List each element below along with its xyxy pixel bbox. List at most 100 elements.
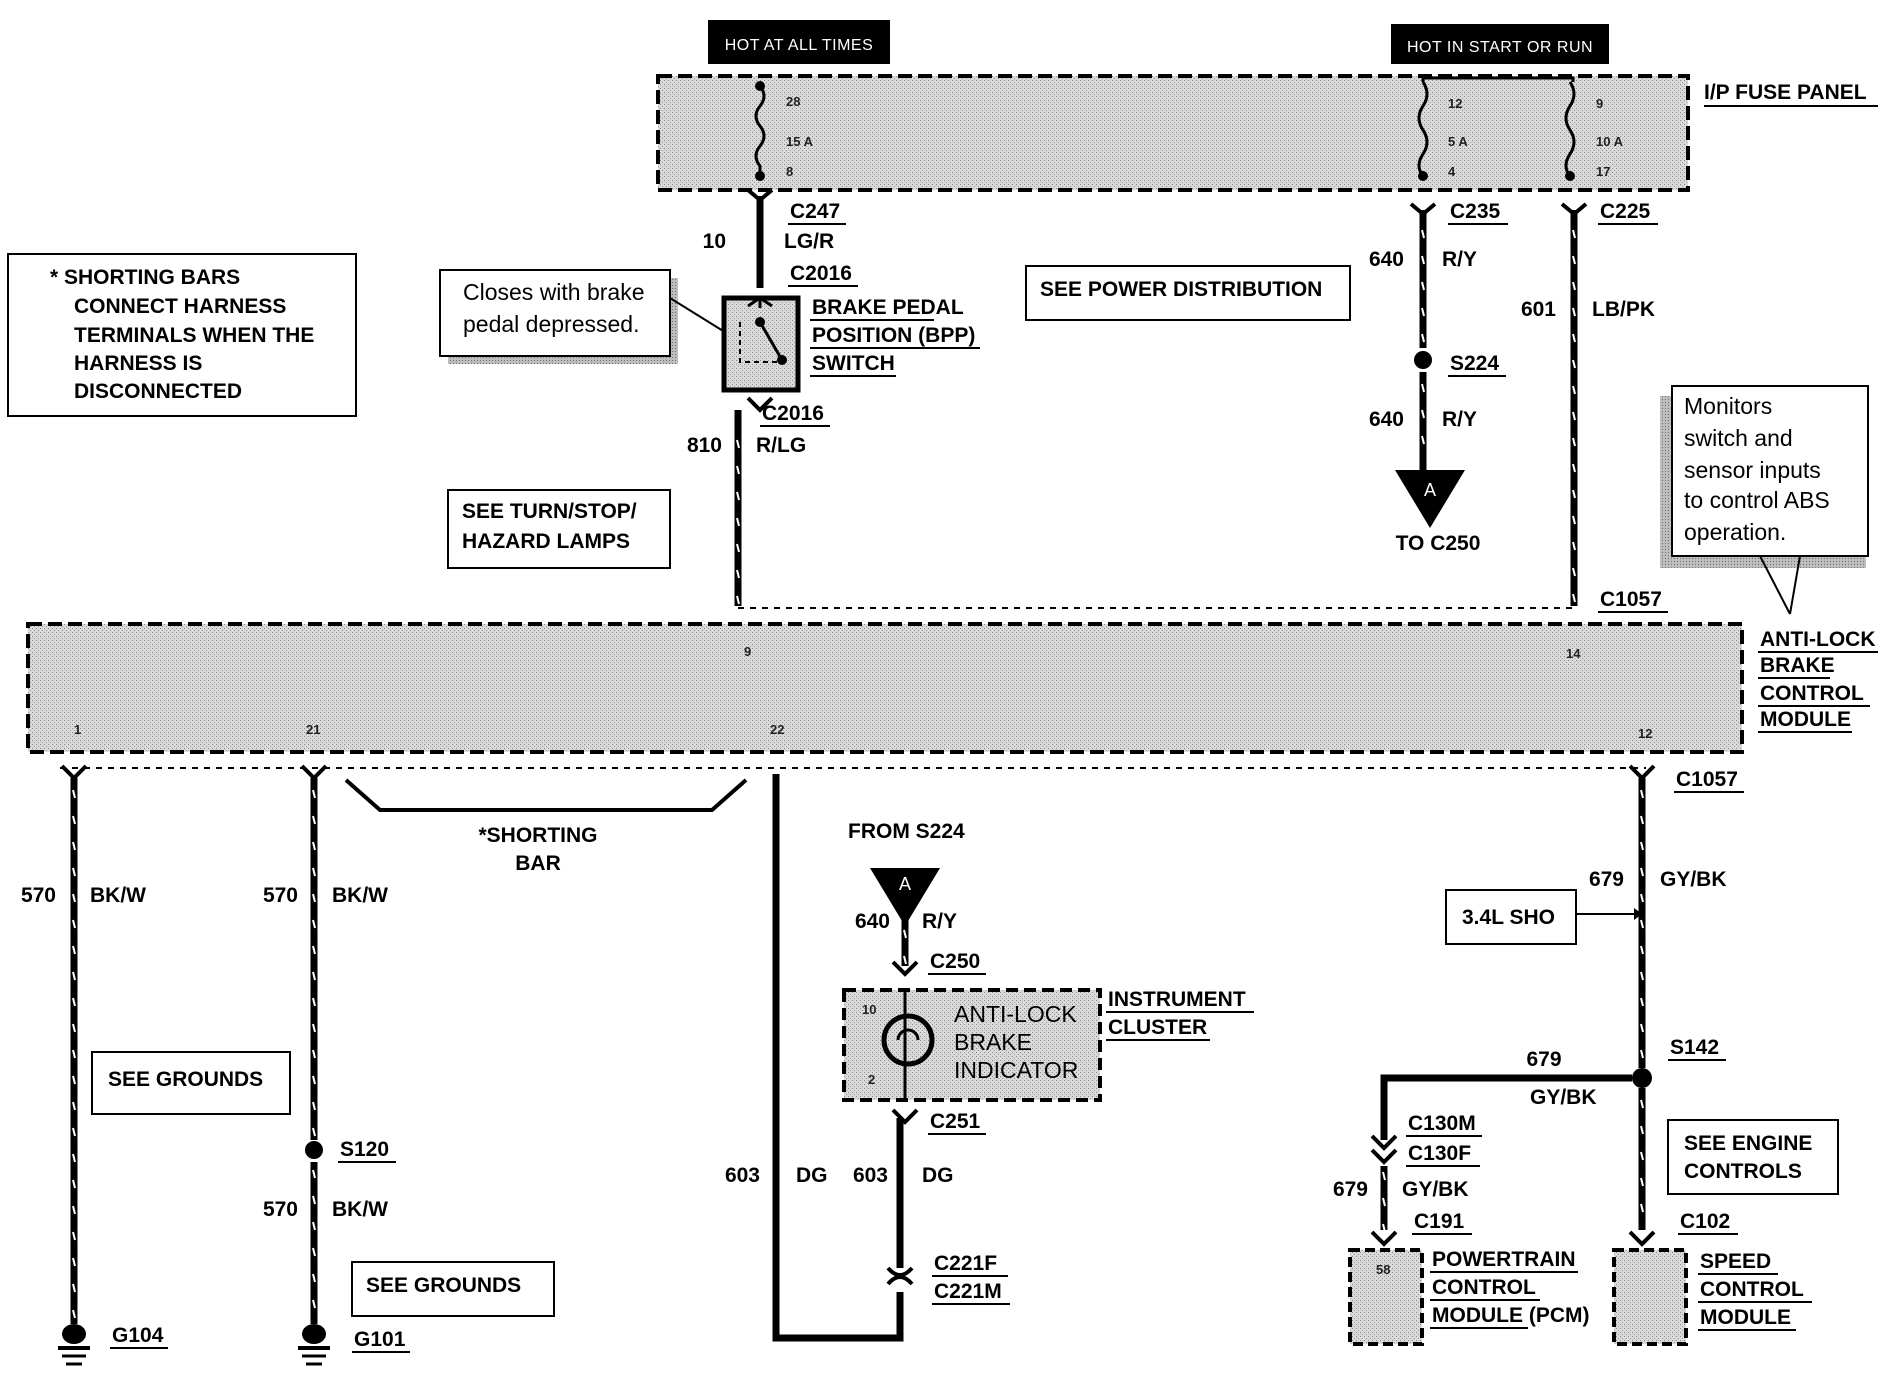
svg-text:DISCONNECTED: DISCONNECTED <box>74 380 242 403</box>
splice-s120 <box>305 1141 323 1159</box>
svg-text:14: 14 <box>1566 646 1581 661</box>
svg-text:BK/W: BK/W <box>332 1198 388 1221</box>
svg-text:SPEED: SPEED <box>1700 1250 1771 1273</box>
svg-text:570: 570 <box>21 884 56 907</box>
shorting-bars-note: * SHORTING BARS CONNECT HARNESS TERMINAL… <box>7 253 357 417</box>
svg-text:CONTROLS: CONTROLS <box>1684 1160 1802 1183</box>
svg-text:640: 640 <box>1369 408 1404 431</box>
fuse-28: 28 15 A 8 <box>754 81 814 181</box>
svg-text:INDICATOR: INDICATOR <box>954 1057 1078 1083</box>
svg-text:GY/BK: GY/BK <box>1660 868 1727 891</box>
svg-text:21: 21 <box>306 722 320 737</box>
svg-text:operation.: operation. <box>1684 519 1786 545</box>
abs-module-label: ANTI-LOCK BRAKE CONTROL MODULE <box>1758 628 1878 733</box>
see-grounds-ref-2: SEE GROUNDS <box>351 1261 555 1317</box>
svg-text:R/Y: R/Y <box>922 910 957 933</box>
hot-in-start-or-run-badge: HOT IN START OR RUN <box>1391 24 1609 64</box>
svg-text:HAZARD LAMPS: HAZARD LAMPS <box>462 530 630 553</box>
svg-text:SWITCH: SWITCH <box>812 352 895 375</box>
svg-text:G104: G104 <box>112 1324 164 1347</box>
svg-text:BRAKE PEDAL: BRAKE PEDAL <box>812 296 964 319</box>
powertrain-control-module: 58 POWERTRAIN CONTROL MODULE (PCM) <box>1348 1248 1589 1346</box>
bpp-switch: BRAKE PEDAL POSITION (BPP) SWITCH <box>721 295 980 393</box>
svg-text:S120: S120 <box>340 1138 389 1161</box>
svg-text:to control ABS: to control ABS <box>1684 487 1830 513</box>
svg-text:C250: C250 <box>930 950 980 973</box>
svg-text:G101: G101 <box>354 1328 406 1351</box>
svg-text:10 A: 10 A <box>1596 134 1624 149</box>
svg-text:BRAKE: BRAKE <box>1760 654 1835 677</box>
see-power-distribution-ref: SEE POWER DISTRIBUTION <box>1025 265 1351 321</box>
see-turn-stop-hazard-ref: SEE TURN/STOP/ HAZARD LAMPS <box>447 489 671 569</box>
connector-a-arrow-out: A <box>1395 470 1465 528</box>
fuse-12: 12 5 A 4 <box>1417 76 1575 181</box>
svg-text:HOT AT ALL TIMES: HOT AT ALL TIMES <box>725 37 874 54</box>
svg-text:GY/BK: GY/BK <box>1402 1178 1469 1201</box>
svg-text:S142: S142 <box>1670 1036 1719 1059</box>
svg-text:LG/R: LG/R <box>784 230 834 253</box>
ip-fuse-panel <box>656 74 1690 192</box>
connector-a-arrow-in: A <box>870 868 940 926</box>
svg-text:SEE TURN/STOP/: SEE TURN/STOP/ <box>462 500 637 523</box>
svg-text:BRAKE: BRAKE <box>954 1029 1032 1055</box>
wire-603 <box>772 774 904 1342</box>
splice-s142 <box>1632 1068 1652 1088</box>
svg-text:HOT IN START OR RUN: HOT IN START OR RUN <box>1407 39 1593 56</box>
svg-text:BK/W: BK/W <box>90 884 146 907</box>
svg-text:SEE ENGINE: SEE ENGINE <box>1684 1132 1812 1155</box>
svg-text:8: 8 <box>786 164 793 179</box>
svg-text:A: A <box>899 874 911 894</box>
svg-text:R/Y: R/Y <box>1442 248 1477 271</box>
svg-text:C235: C235 <box>1450 200 1501 223</box>
svg-text:GY/BK: GY/BK <box>1530 1086 1597 1109</box>
svg-text:DG: DG <box>796 1164 828 1187</box>
abs-callout: Monitors switch and sensor inputs to con… <box>1660 385 1869 615</box>
svg-text:C251: C251 <box>930 1110 981 1133</box>
svg-text:DG: DG <box>922 1164 954 1187</box>
splice-s224 <box>1414 351 1432 369</box>
svg-text:10: 10 <box>862 1002 876 1017</box>
svg-text:CLUSTER: CLUSTER <box>1108 1016 1207 1039</box>
svg-text:Closes with brake: Closes with brake <box>463 279 645 305</box>
svg-text:C130M: C130M <box>1408 1112 1476 1135</box>
wire-679-branch <box>1380 1074 1632 1140</box>
c2016-bottom-label: C2016 <box>762 402 824 425</box>
svg-text:C130F: C130F <box>1408 1142 1471 1165</box>
svg-text:1: 1 <box>74 722 81 737</box>
svg-text:603: 603 <box>725 1164 760 1187</box>
svg-text:810: 810 <box>687 434 722 457</box>
svg-text:C191: C191 <box>1414 1210 1465 1233</box>
svg-text:HARNESS IS: HARNESS IS <box>74 352 202 375</box>
svg-text:5 A: 5 A <box>1448 134 1468 149</box>
svg-text:C102: C102 <box>1680 1210 1730 1233</box>
svg-text:C221F: C221F <box>934 1252 997 1275</box>
svg-text:12: 12 <box>1638 726 1652 741</box>
svg-text:4: 4 <box>1448 164 1456 179</box>
bpp-callout: Closes with brake pedal depressed. <box>439 269 729 364</box>
svg-text:MODULE (PCM): MODULE (PCM) <box>1432 1304 1589 1327</box>
svg-text:SEE POWER DISTRIBUTION: SEE POWER DISTRIBUTION <box>1040 278 1322 301</box>
svg-text:17: 17 <box>1596 164 1610 179</box>
sho-ref: 3.4L SHO <box>1445 889 1642 945</box>
svg-text:R/LG: R/LG <box>756 434 806 457</box>
fuse-9: 9 10 A 17 <box>1564 81 1624 181</box>
svg-text:Monitors: Monitors <box>1684 393 1772 419</box>
svg-text:sensor inputs: sensor inputs <box>1684 457 1821 483</box>
hot-at-all-times-badge: HOT AT ALL TIMES <box>708 20 890 64</box>
svg-text:C221M: C221M <box>934 1280 1002 1303</box>
svg-text:BAR: BAR <box>515 852 561 875</box>
svg-text:CONTROL: CONTROL <box>1432 1276 1536 1299</box>
speed-control-module: SPEED CONTROL MODULE <box>1612 1248 1812 1346</box>
svg-text:9: 9 <box>1596 96 1603 111</box>
svg-text:15 A: 15 A <box>786 134 814 149</box>
svg-text:pedal depressed.: pedal depressed. <box>463 311 639 337</box>
svg-text:FROM S224: FROM S224 <box>848 820 965 843</box>
svg-text:POSITION (BPP): POSITION (BPP) <box>812 324 975 347</box>
svg-text:R/Y: R/Y <box>1442 408 1477 431</box>
svg-text:TO C250: TO C250 <box>1396 532 1481 555</box>
svg-text:SEE GROUNDS: SEE GROUNDS <box>366 1274 521 1297</box>
svg-text:SEE GROUNDS: SEE GROUNDS <box>108 1068 263 1091</box>
svg-text:* SHORTING BARS: * SHORTING BARS <box>50 266 240 289</box>
svg-text:679: 679 <box>1333 1178 1368 1201</box>
